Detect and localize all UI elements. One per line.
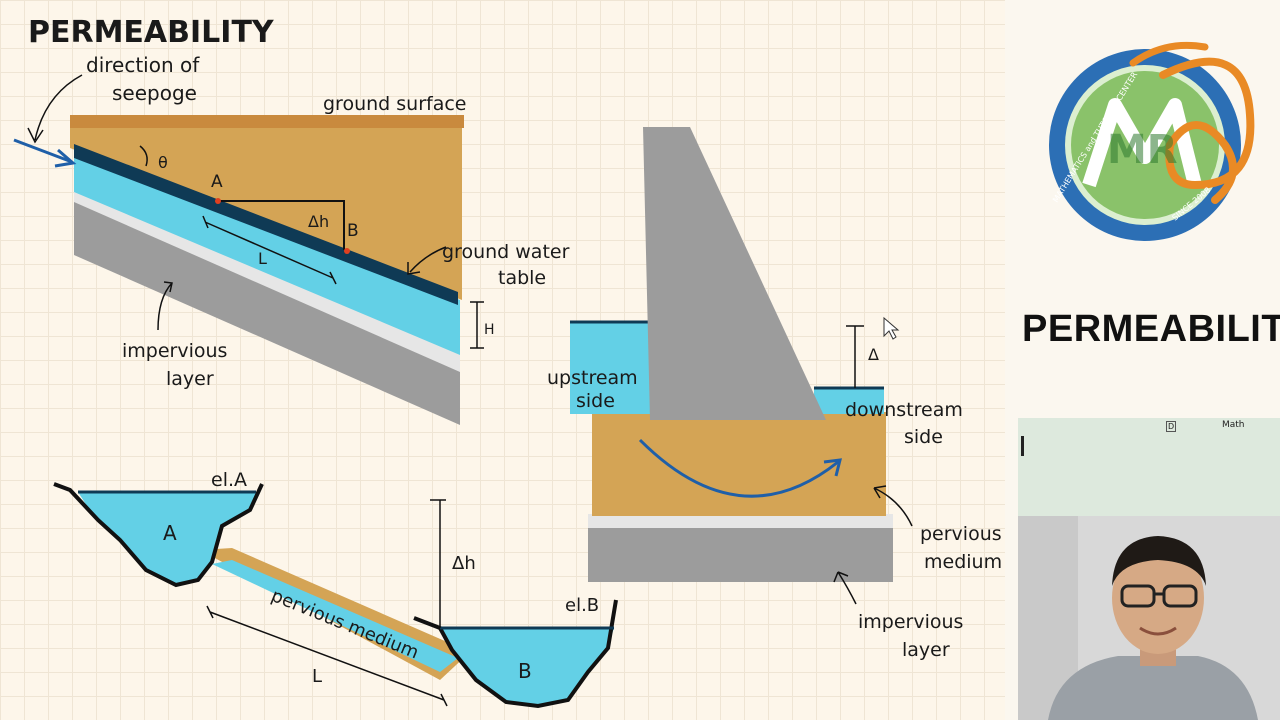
upstream-water	[570, 322, 652, 414]
reservoir-delta-h-dimension	[430, 499, 446, 628]
slope-delta-h-label: Δh	[308, 212, 329, 231]
mr-logo-icon: MR MATHEMATICS and TUTORIAL CENTER SINCE…	[1049, 41, 1255, 241]
logo-letters: MR	[1107, 127, 1178, 173]
reservoir-b-outline	[413, 599, 618, 709]
pervious-leader	[873, 485, 913, 527]
dam-white-band	[588, 514, 893, 528]
notes-tab-d[interactable]: D	[1166, 421, 1177, 432]
reservoir-b-label: B	[518, 659, 532, 683]
point-a-label: A	[211, 172, 223, 192]
length-dimension	[202, 215, 337, 285]
direction-label-2: seepoge	[112, 81, 197, 105]
thickness-dimension	[470, 301, 484, 349]
ground-surface-label: ground surface	[323, 93, 466, 115]
reservoir-b-basin	[440, 628, 614, 706]
reservoir-a-label: A	[163, 521, 177, 545]
webcam-feed	[1018, 516, 1280, 720]
dam-impervious-leader	[833, 571, 857, 605]
reservoir-diagram: el.A A el.B B Δh pervious medium L	[53, 469, 618, 709]
mouse-cursor-icon	[883, 316, 900, 340]
slope-length-label: L	[258, 249, 267, 268]
text-cursor-icon	[1021, 436, 1024, 456]
seepage-arrowhead	[54, 148, 77, 168]
point-b-marker	[344, 248, 350, 254]
sidebar-title: PERMEABILITY	[1022, 308, 1280, 350]
seepage-arrow	[13, 138, 73, 164]
groundwater-table-line	[74, 144, 458, 305]
board-title: PERMEABILITY	[28, 15, 275, 50]
reservoir-length-dimension	[206, 605, 448, 707]
dam-impervious-layer	[588, 526, 893, 582]
point-a-marker	[215, 198, 221, 204]
downstream-water	[814, 388, 884, 414]
downstream-label-2: side	[904, 426, 943, 448]
dam-impervious-label-1: impervious	[858, 611, 963, 633]
slope-rock	[74, 198, 460, 425]
gwt-label-2: table	[498, 267, 546, 289]
theta-arc	[139, 145, 148, 167]
gwt-label-1: ground water	[442, 241, 570, 263]
upstream-label-2: side	[576, 390, 615, 412]
slope-impervious-label-2: layer	[166, 368, 214, 390]
pervious-label-1: pervious	[920, 523, 1002, 545]
el-a-label: el.A	[211, 469, 247, 491]
dam-delta-dimension	[846, 325, 864, 388]
slope-impervious-label-1: impervious	[122, 340, 227, 362]
slope-water-layer	[74, 150, 460, 355]
slope-soil	[70, 120, 462, 300]
pervious-channel-water	[212, 560, 458, 672]
pervious-label-2: medium	[924, 551, 1002, 573]
downstream-label-1: downstream	[845, 399, 963, 421]
impervious-leader	[157, 281, 173, 331]
diagram-canvas: PERMEABILITY direction of seepoge ground…	[13, 15, 1002, 709]
seepage-flow-arrowhead	[823, 458, 842, 477]
delta-h-bracket	[218, 200, 345, 250]
dam-impervious-label-2: layer	[902, 639, 950, 661]
slope-diagram: direction of seepoge ground surface θ A …	[13, 53, 570, 425]
upstream-label-1: upstream	[547, 367, 638, 389]
notes-tab-math[interactable]: Math	[1222, 420, 1245, 430]
direction-label-1: direction of	[86, 53, 200, 77]
seepage-flow-arrow	[638, 438, 839, 498]
slope-white-band	[74, 188, 460, 372]
theta-label: θ	[158, 153, 168, 172]
point-b-label: B	[347, 221, 359, 241]
dam-delta-label: Δ	[868, 345, 879, 364]
direction-leader	[27, 74, 83, 144]
reservoir-a-outline	[53, 482, 264, 588]
gwt-leader	[407, 246, 447, 275]
dam-diagram: upstream side downstream side Δ pervious…	[547, 127, 1002, 661]
dam-body	[643, 127, 826, 420]
whiteboard: PERMEABILITY direction of seepoge ground…	[0, 0, 1005, 720]
el-b-label: el.B	[565, 595, 599, 616]
reservoir-length-label: L	[312, 666, 322, 687]
notes-panel[interactable]: D Math	[1018, 418, 1280, 516]
reservoir-delta-h-label: Δh	[452, 553, 476, 574]
presenter-image	[1018, 516, 1280, 720]
ground-surface-strip	[70, 115, 464, 128]
thickness-label: H	[484, 322, 495, 338]
dam-pervious-medium	[592, 412, 886, 516]
